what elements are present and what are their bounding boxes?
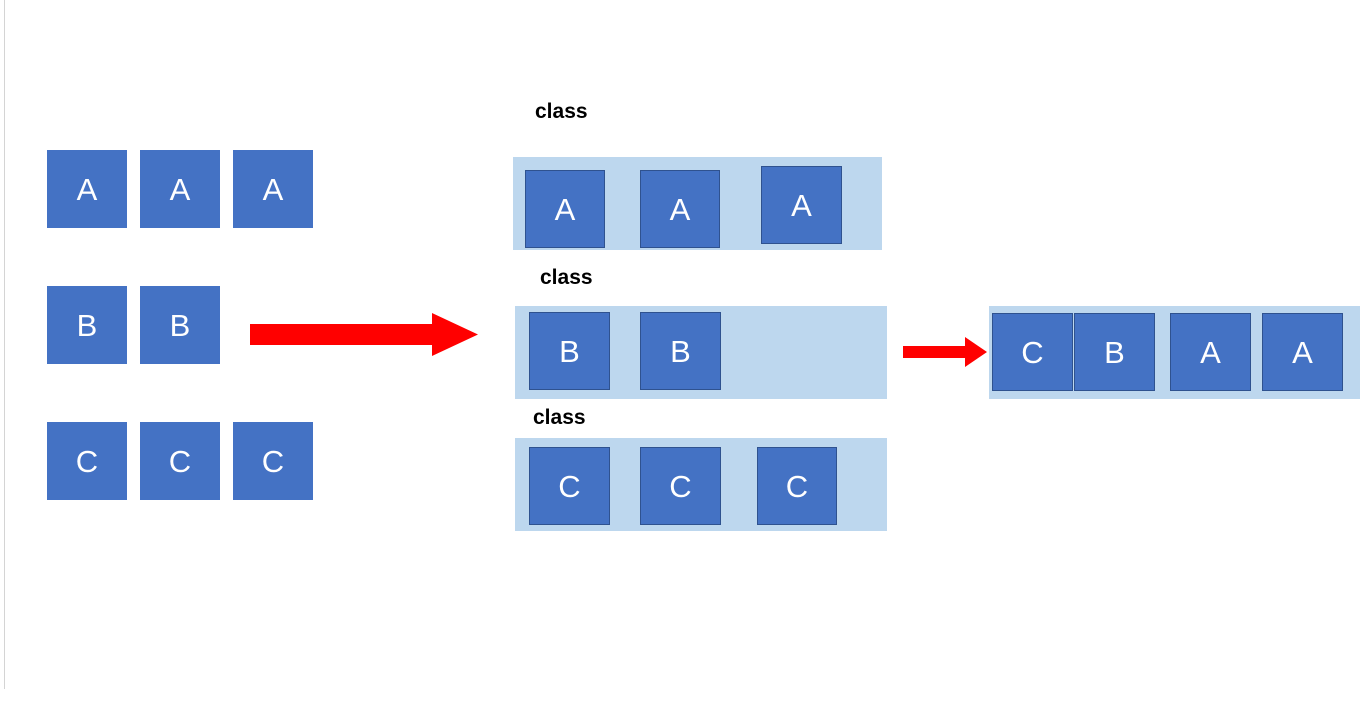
bucket-caption-2: class: [540, 266, 593, 289]
bucket-c-item-3: C: [757, 447, 837, 525]
input-item-b-1: B: [47, 286, 127, 364]
left-edge-rule: [4, 0, 5, 689]
input-item-c-1: C: [47, 422, 127, 500]
output-item-3: A: [1170, 313, 1251, 391]
bucket-a-item-3: A: [761, 166, 842, 244]
bucket-caption-3: class: [533, 406, 586, 429]
arrow-buckets-to-output: [903, 337, 987, 367]
bucket-caption-1: class: [535, 100, 588, 123]
bucket-b-item-1: B: [529, 312, 610, 390]
input-item-c-2: C: [140, 422, 220, 500]
bucket-a-item-1: A: [525, 170, 605, 248]
input-item-c-3: C: [233, 422, 313, 500]
output-item-1: C: [992, 313, 1073, 391]
bucket-a-item-2: A: [640, 170, 720, 248]
output-item-2: B: [1074, 313, 1155, 391]
arrow-input-to-buckets: [250, 313, 478, 356]
bucket-b-item-2: B: [640, 312, 721, 390]
bucket-c-item-2: C: [640, 447, 721, 525]
input-item-a-2: A: [140, 150, 220, 228]
output-item-4: A: [1262, 313, 1343, 391]
input-item-b-2: B: [140, 286, 220, 364]
input-item-a-1: A: [47, 150, 127, 228]
bucket-c-item-1: C: [529, 447, 610, 525]
input-item-a-3: A: [233, 150, 313, 228]
